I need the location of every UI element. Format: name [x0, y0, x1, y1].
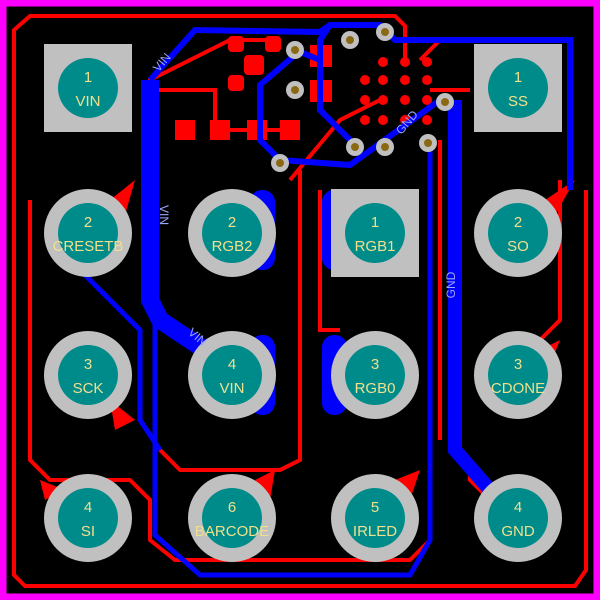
- pad-number: 1: [371, 214, 379, 231]
- trace-label-gnd-top: GND: [393, 107, 421, 137]
- pad-net-label: CDONE: [491, 380, 545, 397]
- pad-drill: [488, 58, 548, 118]
- pad-number: 2: [228, 214, 236, 231]
- pad-net-label: SO: [507, 238, 529, 255]
- pad-drill: [488, 203, 548, 263]
- pad-net-label: GND: [501, 523, 535, 540]
- pad-net-label: SI: [81, 523, 95, 540]
- pad-drill: [58, 203, 118, 263]
- vias: [271, 23, 454, 172]
- pad-number: 2: [84, 214, 92, 231]
- pad-net-label: CRESETB: [53, 238, 124, 255]
- pad-ss: 1SS: [474, 44, 562, 132]
- pad-drill: [345, 345, 405, 405]
- pad-net-label: VIN: [75, 93, 100, 110]
- pad-number: 3: [371, 356, 379, 373]
- pad-drill: [488, 488, 548, 548]
- pad-number: 3: [514, 356, 522, 373]
- pad-drill: [202, 488, 262, 548]
- pad-number: 3: [84, 356, 92, 373]
- through-hole-pads: 1VIN1SS2CRESETB2RGB21RGB12SO3SCK4VIN3RGB…: [44, 44, 562, 562]
- pad-net-label: SS: [508, 93, 528, 110]
- pad-drill: [58, 488, 118, 548]
- pad-drill: [202, 203, 262, 263]
- pad-number: 4: [84, 499, 92, 516]
- pad-number: 1: [84, 69, 92, 86]
- pad-number: 2: [514, 214, 522, 231]
- pad-drill: [345, 203, 405, 263]
- pad-number: 4: [228, 356, 236, 373]
- pad-drill: [488, 345, 548, 405]
- pad-net-label: RGB2: [212, 238, 253, 255]
- pad-number: 1: [514, 69, 522, 86]
- pad-number: 5: [371, 499, 379, 516]
- pad-drill: [58, 345, 118, 405]
- trace-label-vin: VIN: [157, 205, 171, 225]
- pad-so: 2SO: [474, 189, 562, 277]
- pad-number: 6: [228, 499, 236, 516]
- pad-net-label: RGB1: [355, 238, 396, 255]
- bottom-copper-traces: [83, 22, 573, 578]
- pad-net-label: VIN: [219, 380, 244, 397]
- pad-number: 4: [514, 499, 522, 516]
- pad-drill: [202, 345, 262, 405]
- pad-net-label: IRLED: [353, 523, 397, 540]
- pad-drill: [345, 488, 405, 548]
- trace-label-gnd: GND: [444, 271, 458, 298]
- pad-net-label: BARCODE: [195, 523, 269, 540]
- pad-net-label: RGB0: [355, 380, 396, 397]
- pad-drill: [58, 58, 118, 118]
- pad-net-label: SCK: [73, 380, 104, 397]
- pad-si: 4SI: [44, 474, 132, 562]
